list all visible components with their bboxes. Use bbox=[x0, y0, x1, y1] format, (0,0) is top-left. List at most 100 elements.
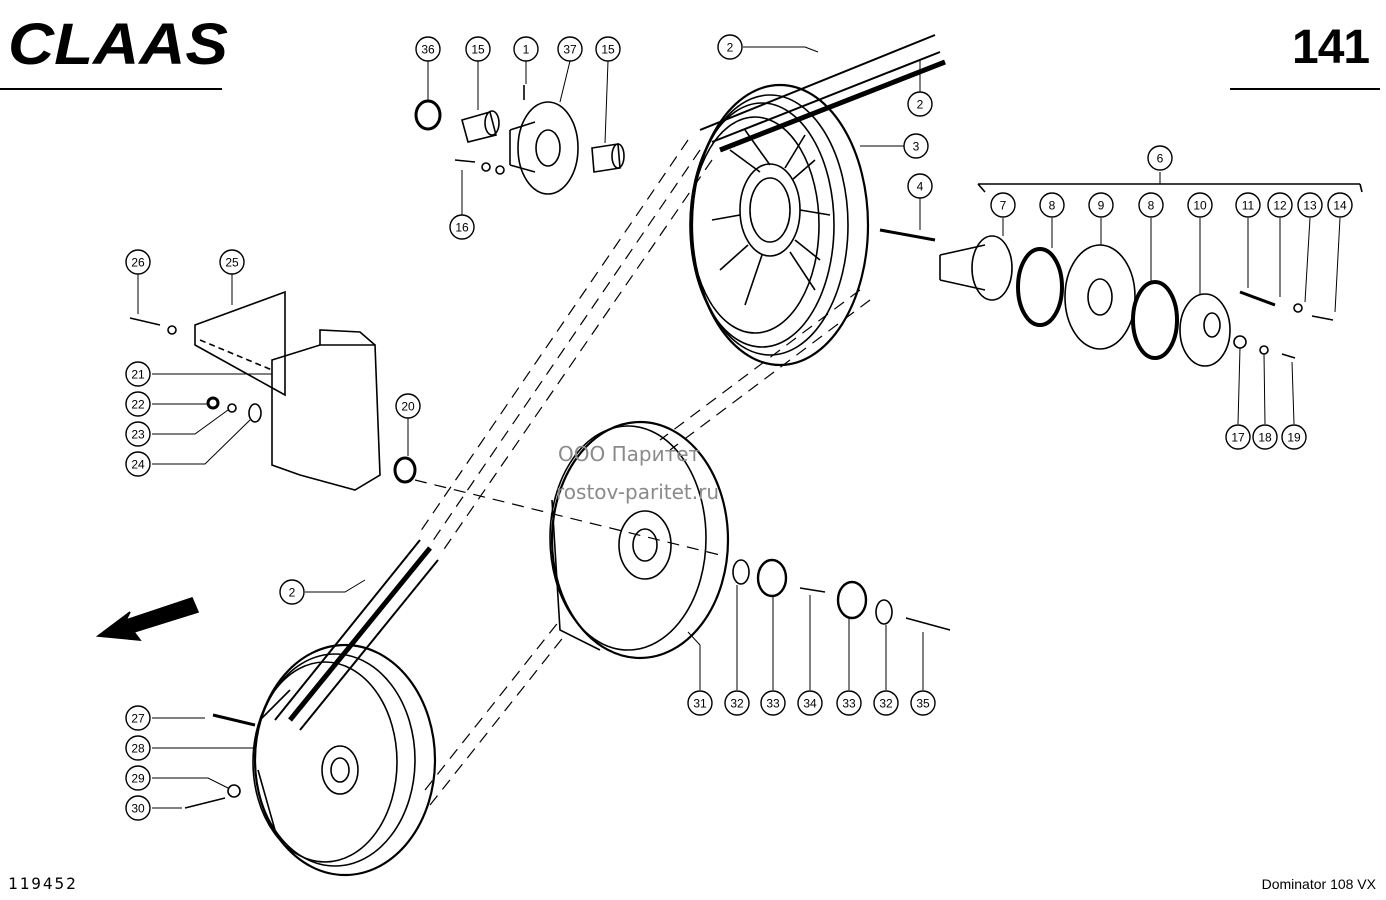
callout-label: 20 bbox=[401, 400, 415, 414]
callout-3: 3 bbox=[903, 133, 929, 159]
callout-13: 13 bbox=[1297, 192, 1323, 218]
callout-label: 11 bbox=[1242, 199, 1255, 213]
callout-7: 7 bbox=[990, 192, 1016, 218]
callout-label: 34 bbox=[803, 697, 817, 711]
belt bbox=[274, 34, 946, 731]
callout-label: 30 bbox=[131, 802, 145, 816]
watermark-company: ООО Паритет bbox=[558, 442, 701, 466]
bracket bbox=[129, 290, 417, 491]
leader-lines bbox=[137, 46, 1341, 809]
callout-11: 11 bbox=[1235, 192, 1261, 218]
callout-4: 4 bbox=[907, 173, 933, 199]
callout-label: 6 bbox=[1157, 152, 1164, 166]
callout-20: 20 bbox=[395, 393, 421, 419]
callout-label: 17 bbox=[1231, 431, 1245, 445]
callout-label: 2 bbox=[727, 41, 734, 55]
callout-label: 21 bbox=[131, 368, 145, 382]
callout-23: 23 bbox=[125, 421, 151, 447]
hub-assembly bbox=[414, 85, 625, 195]
callout-6: 6 bbox=[1147, 145, 1173, 171]
callout-1: 1 bbox=[513, 36, 539, 62]
callout-31: 31 bbox=[687, 690, 713, 716]
callout-label: 8 bbox=[1049, 199, 1056, 213]
callout-label: 12 bbox=[1273, 199, 1287, 213]
top-rule-right bbox=[1230, 88, 1380, 90]
callout-18: 18 bbox=[1252, 424, 1278, 450]
callout-label: 33 bbox=[766, 697, 780, 711]
callout-8: 8 bbox=[1039, 192, 1065, 218]
callout-29: 29 bbox=[125, 765, 151, 791]
callout-label: 16 bbox=[455, 221, 469, 235]
callout-28: 28 bbox=[125, 735, 151, 761]
callout-15: 15 bbox=[465, 36, 491, 62]
callout-label: 27 bbox=[131, 712, 145, 726]
callout-26: 26 bbox=[125, 249, 151, 275]
callout-33: 33 bbox=[760, 690, 786, 716]
callout-14: 14 bbox=[1327, 192, 1353, 218]
top-rule-left bbox=[0, 88, 222, 90]
belt-path bbox=[414, 139, 871, 806]
callout-32: 32 bbox=[873, 690, 899, 716]
callout-label: 23 bbox=[131, 428, 145, 442]
callout-8: 8 bbox=[1138, 192, 1164, 218]
callout-label: 2 bbox=[917, 98, 924, 112]
callout-label: 18 bbox=[1258, 431, 1272, 445]
callout-21: 21 bbox=[125, 361, 151, 387]
callout-label: 13 bbox=[1303, 199, 1317, 213]
callout-label: 4 bbox=[917, 180, 924, 194]
shaft-hardware bbox=[184, 558, 951, 809]
callout-2: 2 bbox=[907, 91, 933, 117]
callout-label: 19 bbox=[1287, 431, 1301, 445]
callout-label: 32 bbox=[730, 697, 744, 711]
callout-label: 35 bbox=[916, 697, 930, 711]
callout-label: 26 bbox=[131, 256, 145, 270]
callout-35: 35 bbox=[910, 690, 936, 716]
callout-2: 2 bbox=[279, 579, 305, 605]
callout-label: 28 bbox=[131, 742, 145, 756]
callout-label: 24 bbox=[131, 458, 145, 472]
callout-33: 33 bbox=[836, 690, 862, 716]
callout-22: 22 bbox=[125, 391, 151, 417]
callout-label: 32 bbox=[879, 697, 893, 711]
callout-27: 27 bbox=[125, 705, 151, 731]
callout-label: 8 bbox=[1148, 199, 1155, 213]
callout-25: 25 bbox=[219, 249, 245, 275]
callout-19: 19 bbox=[1281, 424, 1307, 450]
callout-36: 36 bbox=[415, 36, 441, 62]
callout-label: 25 bbox=[225, 256, 239, 270]
callout-34: 34 bbox=[797, 690, 823, 716]
callout-label: 22 bbox=[131, 398, 145, 412]
callout-label: 37 bbox=[563, 43, 577, 57]
callout-label: 31 bbox=[693, 697, 707, 711]
callout-37: 37 bbox=[557, 36, 583, 62]
callout-10: 10 bbox=[1187, 192, 1213, 218]
callout-label: 3 bbox=[913, 140, 920, 154]
callout-30: 30 bbox=[125, 795, 151, 821]
watermark-site: rostov-paritet.ru bbox=[556, 480, 720, 504]
lower-pulley bbox=[252, 643, 437, 877]
callout-16: 16 bbox=[449, 214, 475, 240]
callout-label: 10 bbox=[1193, 199, 1207, 213]
callout-label: 7 bbox=[1000, 199, 1007, 213]
callout-32: 32 bbox=[724, 690, 750, 716]
callout-24: 24 bbox=[125, 451, 151, 477]
upper-pulley bbox=[689, 83, 870, 367]
callout-label: 33 bbox=[842, 697, 856, 711]
callout-label: 14 bbox=[1333, 199, 1347, 213]
callout-label: 2 bbox=[289, 586, 296, 600]
callout-label: 15 bbox=[601, 43, 615, 57]
callout-2: 2 bbox=[717, 34, 743, 60]
middle-pulley bbox=[549, 420, 730, 660]
callout-label: 29 bbox=[131, 772, 145, 786]
drawing-id: 119452 bbox=[8, 874, 78, 893]
claas-logo: CLAAS bbox=[6, 12, 232, 77]
brand-text: CLAAS bbox=[8, 14, 228, 74]
callout-12: 12 bbox=[1267, 192, 1293, 218]
callout-label: 15 bbox=[471, 43, 485, 57]
model-name: Dominator 108 VX bbox=[1261, 876, 1376, 892]
callout-17: 17 bbox=[1225, 424, 1251, 450]
direction-arrow bbox=[95, 597, 200, 641]
callout-label: 1 bbox=[523, 43, 530, 57]
